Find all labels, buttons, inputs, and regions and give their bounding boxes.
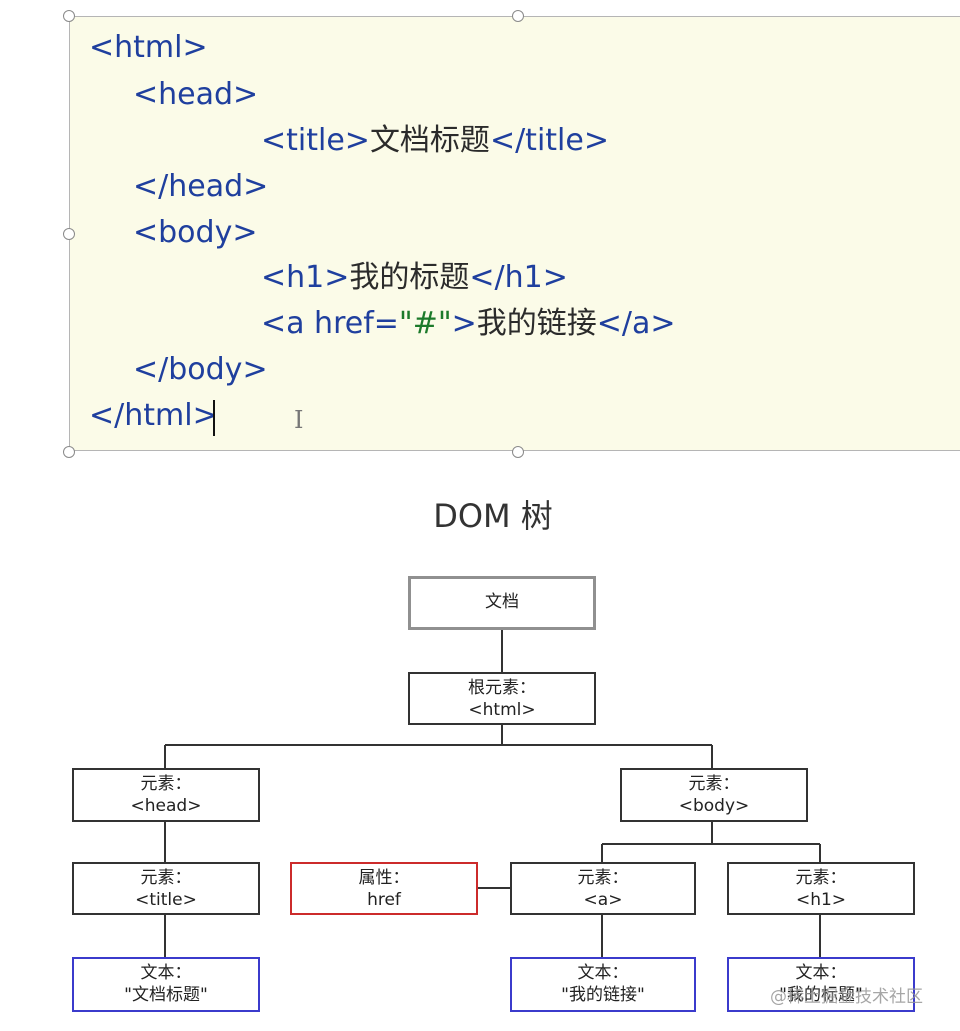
- node-root-html: 根元素： <html>: [408, 672, 596, 725]
- code-tag: </head>: [133, 169, 269, 204]
- node-text-a-value: "我的链接": [561, 985, 645, 1005]
- code-line-title: <title>文档标题</title>: [261, 123, 609, 159]
- code-tag: >: [451, 306, 477, 341]
- node-h1: 元素： <h1>: [727, 862, 915, 915]
- node-body-label: 元素：: [688, 774, 740, 794]
- code-tag: <h1>: [261, 260, 350, 295]
- node-text-title-label: 文本：: [140, 963, 192, 983]
- code-line-h1: <h1>我的标题</h1>: [261, 260, 568, 296]
- code-tag: </h1>: [469, 260, 568, 295]
- dom-tree-title: DOM 树: [433, 497, 553, 535]
- code-tag: <title>: [261, 123, 370, 158]
- node-root-label: 根元素：: [468, 678, 536, 698]
- code-text: 文档标题: [369, 123, 490, 158]
- node-head-value: <head>: [130, 796, 202, 816]
- resize-handle-bottom-left[interactable]: [63, 446, 75, 458]
- node-body-value: <body>: [678, 796, 750, 816]
- node-root-value: <html>: [468, 700, 536, 720]
- node-attribute-href: 属性： href: [290, 862, 478, 915]
- code-tag: </a>: [596, 306, 676, 341]
- node-title: 元素： <title>: [72, 862, 260, 915]
- code-tag: </title>: [489, 123, 609, 158]
- code-text: 我的标题: [349, 260, 470, 295]
- node-title-value: <title>: [135, 890, 197, 910]
- code-line-head-close: </head>: [133, 169, 268, 205]
- node-a-label: 元素：: [577, 868, 629, 888]
- node-text-title: 文本： "文档标题": [72, 957, 260, 1012]
- resize-handle-top-left[interactable]: [63, 10, 75, 22]
- code-tag: <head>: [133, 77, 259, 112]
- code-line-head-open: <head>: [133, 77, 258, 113]
- code-line-a: <a href="#">我的链接</a>: [261, 306, 676, 342]
- node-a-value: <a>: [583, 890, 623, 910]
- code-tag: </html>: [89, 398, 218, 433]
- node-text-h1-label: 文本：: [795, 963, 847, 983]
- code-line-body-close: </body>: [133, 352, 268, 388]
- code-text: 我的链接: [476, 306, 597, 341]
- resize-handle-bottom-middle[interactable]: [512, 446, 524, 458]
- resize-handle-top-middle[interactable]: [512, 10, 524, 22]
- node-attr-label: 属性：: [358, 868, 410, 888]
- code-line-html-close: </html>: [89, 398, 218, 434]
- node-text-h1-value: "我的标题": [779, 985, 863, 1005]
- code-line-html-open: <html>: [89, 30, 208, 66]
- node-text-h1: 文本： "我的标题": [727, 957, 915, 1012]
- node-h1-value: <h1>: [795, 890, 847, 910]
- node-title-label: 元素：: [140, 868, 192, 888]
- node-body: 元素： <body>: [620, 768, 808, 822]
- node-text-a: 文本： "我的链接": [510, 957, 696, 1012]
- node-text-a-label: 文本：: [577, 963, 629, 983]
- code-tag: <body>: [133, 215, 258, 250]
- node-head-label: 元素：: [140, 774, 192, 794]
- node-h1-label: 元素：: [795, 868, 847, 888]
- text-caret: [213, 400, 215, 436]
- resize-handle-middle-left[interactable]: [63, 228, 75, 240]
- code-line-body-open: <body>: [133, 215, 257, 251]
- watermark: @稀土掘金技术社区: [770, 987, 923, 1007]
- node-text-title-value: "文档标题": [124, 985, 208, 1005]
- code-tag: <a href=: [261, 306, 399, 341]
- node-a: 元素： <a>: [510, 862, 696, 915]
- node-document: 文档: [408, 576, 596, 630]
- node-head: 元素： <head>: [72, 768, 260, 822]
- code-string: "#": [398, 306, 452, 341]
- code-panel[interactable]: [69, 16, 960, 451]
- ibeam-cursor-icon: I: [294, 406, 304, 434]
- node-attr-value: href: [367, 890, 401, 910]
- node-document-label: 文档: [485, 592, 519, 612]
- code-tag: </body>: [133, 352, 268, 387]
- code-tag: <html>: [89, 30, 208, 65]
